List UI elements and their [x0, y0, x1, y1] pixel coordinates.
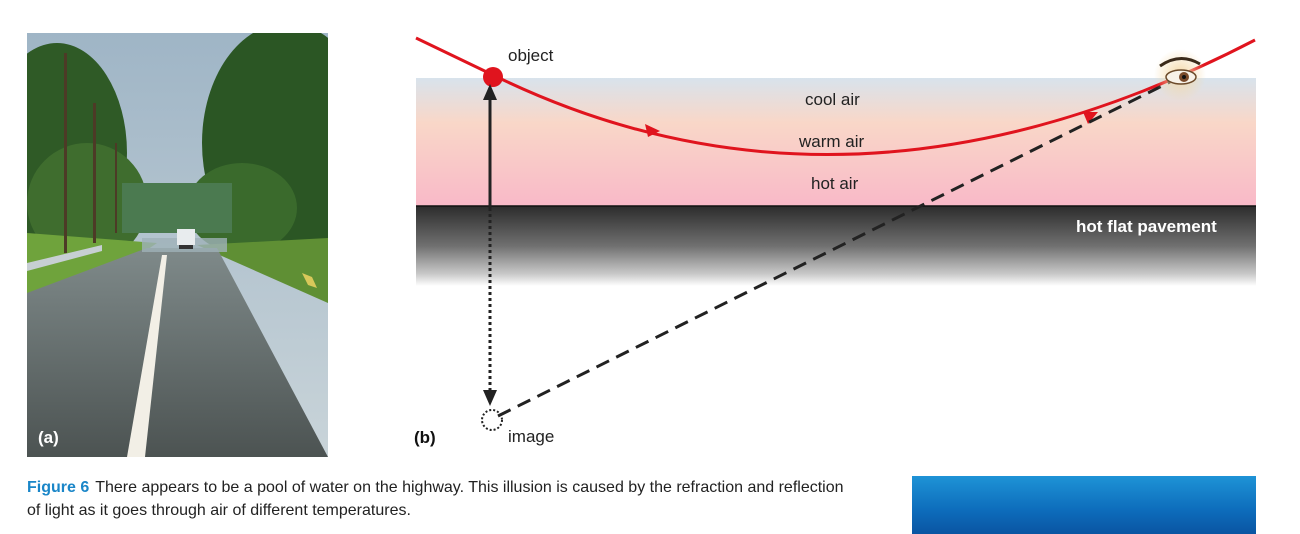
- sight-line: [497, 80, 1171, 418]
- warm-air-label: warm air: [799, 132, 865, 151]
- pavement-label: hot flat pavement: [1076, 217, 1217, 236]
- cool-air-label: cool air: [805, 90, 860, 109]
- panel-a-label: (a): [38, 428, 59, 447]
- caption-text: There appears to be a pool of water on t…: [27, 479, 844, 519]
- ray-arrow-1: [645, 124, 660, 137]
- image-circle: [481, 409, 503, 431]
- mirage-diagram: [415, 36, 1256, 431]
- hot-air-label: hot air: [811, 174, 859, 193]
- light-ray: [415, 36, 1256, 157]
- eye-icon: [1154, 49, 1206, 101]
- image-label: image: [508, 427, 555, 446]
- object-dot: [483, 67, 503, 87]
- panel-b-label: (b): [414, 428, 436, 447]
- ray-arrow-2: [1083, 112, 1098, 124]
- air-layers: [416, 78, 1256, 206]
- blue-banner: [912, 476, 1256, 534]
- highway-photo: [27, 33, 328, 457]
- figure-label: Figure 6: [27, 479, 90, 496]
- object-label: object: [508, 46, 554, 65]
- pavement: [416, 206, 1256, 286]
